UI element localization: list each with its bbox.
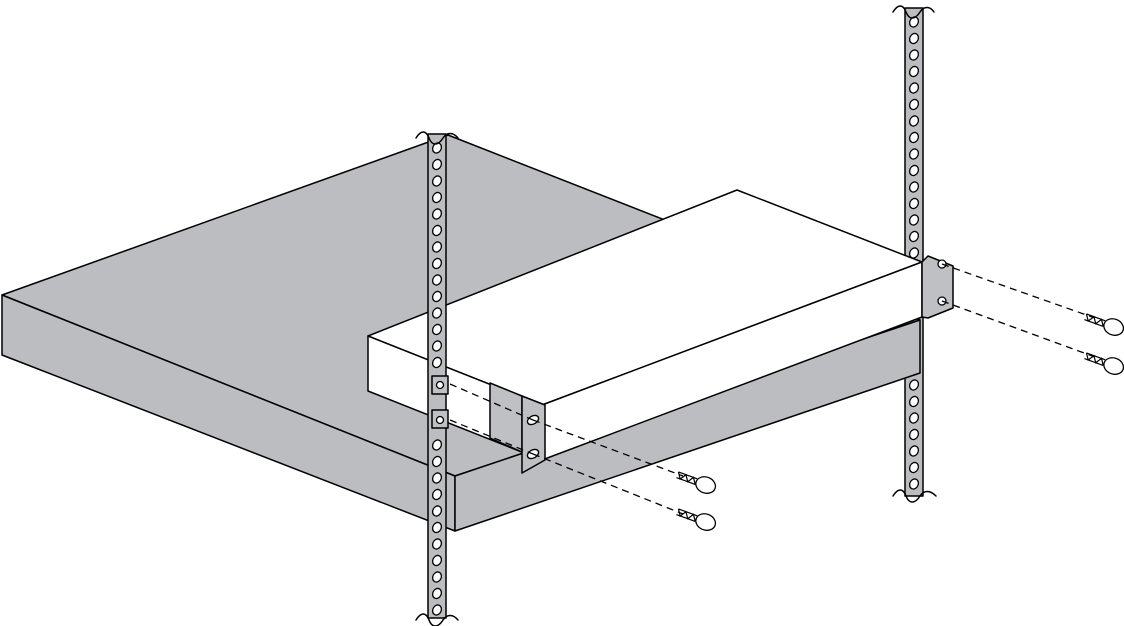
- post-hole: [908, 32, 920, 45]
- post-hole: [908, 230, 920, 243]
- right-post-break-bottom: [892, 489, 937, 503]
- guide-left-upper-back: [449, 383, 534, 421]
- screw-shank-top: [1086, 313, 1106, 322]
- guide-left-lower: [532, 453, 684, 515]
- post-hole: [431, 257, 443, 270]
- post-hole: [908, 197, 920, 210]
- right-ear-plate: [921, 255, 954, 319]
- post-hole: [431, 323, 443, 336]
- post-hole: [908, 445, 920, 457]
- post-hole: [431, 472, 443, 484]
- right-rack-post-holes: [908, 16, 920, 490]
- post-hole: [908, 148, 920, 160]
- post-hole: [908, 164, 920, 177]
- post-hole: [431, 554, 443, 567]
- screw-head: [1103, 357, 1124, 375]
- post-hole: [431, 340, 443, 352]
- left-ear-plate: [521, 395, 546, 474]
- post-hole: [431, 241, 443, 253]
- post-hole: [431, 274, 443, 286]
- post-hole: [431, 439, 443, 451]
- alignment-guides: [449, 263, 1096, 515]
- left-rack-post: [415, 131, 459, 626]
- right-mounting-ear: [921, 255, 954, 319]
- screw-thread: [1085, 313, 1104, 327]
- screw-head: [695, 513, 717, 531]
- post-hole: [431, 208, 443, 220]
- left-post-break-bottom: [415, 613, 459, 626]
- left-post-break-top: [415, 131, 459, 145]
- screw-head: [695, 476, 717, 494]
- screw-right-upper: [1084, 313, 1124, 336]
- post-hole: [431, 307, 443, 319]
- post-hole: [431, 538, 443, 550]
- screw-shank-bottom: [676, 514, 696, 523]
- guide-right-lower: [941, 300, 1096, 358]
- screw-thread: [677, 471, 696, 485]
- post-hole: [908, 65, 920, 78]
- post-hole: [431, 175, 443, 187]
- screw-shank-bottom: [676, 477, 696, 486]
- post-hole: [908, 49, 920, 61]
- post-hole: [908, 115, 920, 127]
- post-hole: [908, 461, 920, 474]
- post-hole: [431, 604, 443, 616]
- post-hole: [908, 395, 920, 408]
- screw-shank-top: [678, 471, 698, 480]
- screw-left-lower: [676, 508, 717, 531]
- post-hole: [908, 214, 920, 226]
- screw-thread: [677, 508, 696, 522]
- screw-right-lower: [1084, 352, 1124, 375]
- post-hole: [431, 224, 443, 237]
- right-post-break-top: [892, 5, 935, 19]
- post-hole: [431, 521, 443, 534]
- post-hole: [908, 181, 920, 193]
- guide-right-upper: [941, 263, 1096, 319]
- post-hole: [431, 505, 443, 517]
- left-mounting-ear: [489, 382, 546, 474]
- screw-shank-top: [678, 508, 698, 517]
- screw-shank-bottom: [1084, 319, 1104, 328]
- screw-head: [1103, 318, 1124, 336]
- left-rack-post-holes: [431, 142, 443, 616]
- screw-left-upper: [676, 471, 717, 494]
- post-hole: [431, 587, 443, 600]
- post-hole: [908, 131, 920, 144]
- left-post-tab-hole-lower: [435, 415, 445, 425]
- post-hole: [908, 82, 920, 94]
- rack-mount-device: [367, 189, 923, 461]
- guide-left-upper: [532, 419, 684, 477]
- post-hole: [431, 571, 443, 583]
- screw-shank-bottom: [1084, 358, 1104, 367]
- post-hole: [431, 191, 443, 204]
- post-hole: [431, 158, 443, 171]
- screw-thread: [1085, 352, 1104, 366]
- left-post-tab-hole-upper: [435, 380, 445, 390]
- post-hole: [908, 98, 920, 111]
- post-hole: [908, 428, 920, 441]
- post-hole: [908, 412, 920, 424]
- screw-shank-top: [1086, 352, 1106, 361]
- post-hole: [431, 290, 443, 303]
- post-hole: [908, 478, 920, 490]
- guide-left-lower-back: [449, 419, 534, 455]
- post-hole: [431, 488, 443, 501]
- post-hole: [908, 379, 920, 391]
- post-hole: [431, 356, 443, 369]
- post-hole: [431, 455, 443, 468]
